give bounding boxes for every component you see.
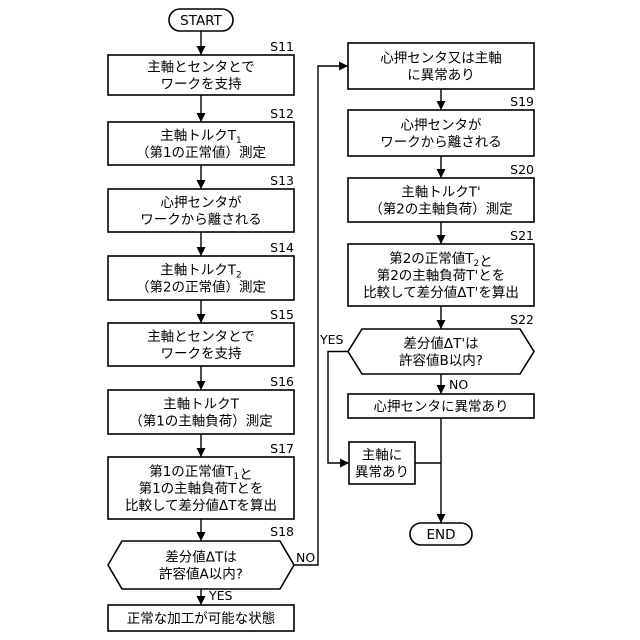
- arrowhead-to-end: [437, 514, 446, 523]
- arrowhead-left-1: [197, 180, 206, 189]
- arrowhead-left-4: [197, 381, 206, 390]
- process-text-s15-line-1: 主軸とセンタとで: [147, 329, 255, 345]
- arrowhead-left-0: [197, 113, 206, 122]
- result-text-tailstock-abnormal-line-1: 心押センタに異常あり: [374, 399, 509, 415]
- arrowhead-right-2: [437, 235, 446, 244]
- process-text-s13-line-1: 心押センタが: [161, 195, 242, 211]
- process-text-s21-line-3: 比較して差分値ΔT'を算出: [363, 285, 519, 301]
- process-text-s17-line-3: 比較して差分値ΔTを算出: [125, 498, 277, 514]
- result-text-spindle-abnormal-line-1: 主軸に: [362, 448, 403, 464]
- process-text-s14-line-1: 主軸トルクT2: [160, 263, 241, 281]
- process-text-s13-line-2: ワークから離される: [140, 212, 262, 228]
- result-text-spindle-abnormal-line-2: 異常あり: [355, 465, 409, 481]
- branch-label-s22-no: NO: [449, 377, 468, 392]
- arrowhead-s17-s18: [197, 532, 206, 541]
- start-label: START: [180, 13, 222, 29]
- nodes: [108, 9, 534, 631]
- end-label: END: [426, 527, 455, 543]
- decision-s22-text-line-1: 差分値ΔT'は: [403, 336, 478, 352]
- step-label-s22: S22: [510, 312, 534, 327]
- arrowhead-s22-no: [437, 385, 446, 394]
- arrowhead-left-5: [197, 448, 206, 457]
- process-text-s20-line-1: 主軸トルクT': [401, 185, 480, 201]
- process-text-s11-line-1: 主軸とセンタとで: [147, 60, 255, 76]
- decision-s18-text-line-1: 差分値ΔTは: [165, 550, 236, 566]
- arrowhead-right-1: [437, 169, 446, 178]
- process-text-s19-line-1: 心押センタが: [401, 118, 482, 134]
- step-label-s16: S16: [270, 374, 294, 389]
- process-text-s17-line-2: 第1の主軸負荷Tとを: [139, 480, 264, 497]
- arrowhead-left-3: [197, 314, 206, 323]
- branch-label-s18-no: NO: [296, 550, 315, 565]
- decision-s22-text-line-2: 許容値B以内?: [399, 352, 483, 369]
- process-text-s12-line-1: 主軸トルクT1: [160, 128, 241, 146]
- arrowhead-s21-s22: [437, 320, 446, 329]
- decision-s18-text-line-2: 許容値A以内?: [159, 566, 243, 583]
- branch-label-s18-yes: YES: [208, 588, 233, 603]
- process-text-abnormal-center-or-spindle-line-2: に異常あり: [407, 68, 475, 84]
- step-label-s17: S17: [270, 441, 294, 456]
- step-label-s18: S18: [270, 524, 294, 539]
- branch-label-s22-yes: YES: [319, 332, 344, 347]
- step-label-s14: S14: [270, 240, 294, 255]
- process-text-s19-line-2: ワークから離される: [380, 135, 502, 151]
- connector-s22-yes: [328, 352, 349, 464]
- process-text-s12-line-2: （第1の正常値）測定: [136, 144, 266, 161]
- step-label-s11: S11: [270, 39, 294, 54]
- step-label-s15: S15: [270, 307, 294, 322]
- arrowhead-start-s11: [197, 46, 206, 55]
- arrowhead-s18-yes: [197, 596, 206, 605]
- process-text-s14-line-2: （第2の正常値）測定: [136, 279, 266, 296]
- process-text-s16-line-1: 主軸トルクT: [163, 397, 239, 413]
- process-text-abnormal-center-or-spindle-line-1: 心押センタ又は主軸: [380, 51, 502, 67]
- step-label-s12: S12: [270, 106, 294, 121]
- step-label-s21: S21: [510, 228, 534, 243]
- step-label-s19: S19: [510, 94, 534, 109]
- step-label-s20: S20: [510, 162, 534, 177]
- arrowhead-s18-no: [339, 62, 348, 71]
- process-text-s20-line-2: （第2の主軸負荷）測定: [369, 201, 513, 218]
- step-label-s13: S13: [270, 173, 294, 188]
- result-text-normal-line-1: 正常な加工が可能な状態: [127, 611, 276, 627]
- process-text-s16-line-2: （第1の主軸負荷）測定: [129, 413, 273, 430]
- process-text-s11-line-2: ワークを支持: [161, 77, 242, 93]
- process-text-s15-line-2: ワークを支持: [161, 346, 242, 362]
- arrowhead-left-2: [197, 247, 206, 256]
- process-text-s21-line-2: 第2の主軸負荷T'とを: [377, 267, 506, 284]
- connector-s18-no: [294, 66, 348, 565]
- arrowhead-right-0: [437, 101, 446, 110]
- arrowhead-s22-yes: [340, 459, 349, 468]
